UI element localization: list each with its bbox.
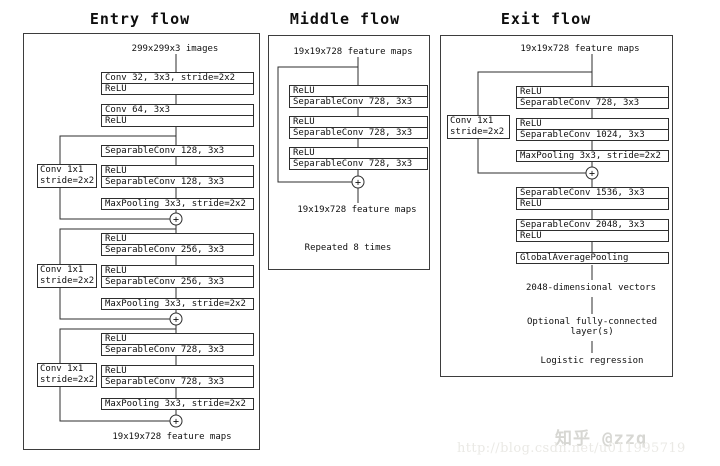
node-maxpool-1: MaxPooling 3x3, stride=2x2 [101,198,254,210]
layer-label: SeparableConv 1536, 3x3 [520,188,645,198]
relu-label: ReLU [105,234,127,244]
layer-label: SeparableConv 728, 3x3 [290,96,427,107]
layer-label: MaxPooling 3x3, stride=2x2 [105,399,246,409]
exit-vectors-label: 2048-dimensional vectors [525,283,657,293]
entry-input-label: 299x299x3 images [131,44,219,54]
layer-label: SeparableConv 728, 3x3 [102,344,253,355]
node-mid-sepconv728-3: ReLU SeparableConv 728, 3x3 [289,147,428,170]
layer-label: stride=2x2 [40,176,95,186]
layer-label: MaxPooling 3x3, stride=2x2 [105,199,246,209]
relu-label: ReLU [293,86,315,96]
node-skip-conv1x1-3: Conv 1x1 stride=2x2 [37,363,97,387]
relu-label: ReLU [293,148,315,158]
middle-flow-frame [268,35,430,270]
relu-label: ReLU [102,115,253,126]
node-skip-conv1x1-1: Conv 1x1 stride=2x2 [37,164,97,188]
node-global-average-pooling: GlobalAveragePooling [516,252,669,264]
relu-label: ReLU [105,266,127,276]
node-skip-conv1x1-2: Conv 1x1 stride=2x2 [37,264,97,288]
layer-label: stride=2x2 [40,276,95,286]
plus-glyph: + [173,215,179,226]
node-sepconv256-a: ReLU SeparableConv 256, 3x3 [101,233,254,256]
layer-label: Conv 64, 3x3 [105,105,171,115]
relu-label: ReLU [102,83,253,94]
node-exit-sepconv2048: SeparableConv 2048, 3x3 ReLU [516,219,669,242]
plus-glyph: + [355,178,361,189]
add-icon [585,166,599,180]
layer-label: SeparableConv 2048, 3x3 [520,220,645,230]
layer-label: Conv 32, 3x3, stride=2x2 [105,73,236,83]
node-maxpool-2: MaxPooling 3x3, stride=2x2 [101,298,254,310]
middle-flow-title: Middle flow [289,10,401,28]
layer-label: SeparableConv 728, 3x3 [102,376,253,387]
entry-flow-title: Entry flow [89,10,191,28]
node-sepconv728-b: ReLU SeparableConv 728, 3x3 [101,365,254,388]
node-exit-sepconv728: ReLU SeparableConv 728, 3x3 [516,86,669,109]
layer-label: stride=2x2 [40,375,95,385]
layer-label: SeparableConv 1024, 3x3 [517,129,668,140]
middle-input-label: 19x19x728 feature maps [293,47,413,57]
exit-flow-frame [440,35,673,377]
entry-flow-frame [23,33,260,450]
node-sepconv256-b: ReLU SeparableConv 256, 3x3 [101,265,254,288]
layer-label: MaxPooling 3x3, stride=2x2 [520,151,661,161]
node-mid-sepconv728-2: ReLU SeparableConv 728, 3x3 [289,116,428,139]
middle-output-label: 19x19x728 feature maps [297,205,417,215]
relu-label: ReLU [520,87,542,97]
add-icon [351,175,365,189]
layer-label: SeparableConv 728, 3x3 [290,127,427,138]
node-exit-sepconv1024: ReLU SeparableConv 1024, 3x3 [516,118,669,141]
layer-label: MaxPooling 3x3, stride=2x2 [105,299,246,309]
plus-glyph: + [589,169,595,180]
entry-output-label: 19x19x728 feature maps [112,432,232,442]
layer-label: stride=2x2 [450,127,505,137]
blog-url-watermark: http://blog.csdn.net/u011995719 [457,441,686,456]
add-icon [169,312,183,326]
layer-label: Conv 1x1 [40,165,84,175]
layer-label: SeparableConv 256, 3x3 [102,244,253,255]
node-conv32: Conv 32, 3x3, stride=2x2 ReLU [101,72,254,95]
layer-label: SeparableConv 128, 3x3 [105,146,225,156]
exit-input-label: 19x19x728 feature maps [520,44,640,54]
layer-label: Conv 1x1 [450,116,494,126]
exit-flow-title: Exit flow [500,10,592,28]
node-conv64: Conv 64, 3x3 ReLU [101,104,254,127]
layer-label: Conv 1x1 [40,265,84,275]
relu-label: ReLU [520,119,542,129]
plus-glyph: + [173,417,179,428]
layer-label: SeparableConv 728, 3x3 [290,158,427,169]
plus-glyph: + [173,315,179,326]
layer-label: Conv 1x1 [40,364,84,374]
relu-label: ReLU [293,117,315,127]
add-icon [169,212,183,226]
middle-repeat-label: Repeated 8 times [304,243,392,253]
node-exit-sepconv1536: SeparableConv 1536, 3x3 ReLU [516,187,669,210]
zhihu-watermark: 知乎 @zzq [555,429,648,449]
add-icon [169,414,183,428]
exit-logistic-label: Logistic regression [540,356,644,366]
layer-label: SeparableConv 256, 3x3 [102,276,253,287]
relu-label: ReLU [105,334,127,344]
relu-label: ReLU [517,230,668,241]
node-exit-maxpool: MaxPooling 3x3, stride=2x2 [516,150,669,162]
relu-label: ReLU [517,198,668,209]
node-mid-sepconv728-1: ReLU SeparableConv 728, 3x3 [289,85,428,108]
relu-label: ReLU [105,366,127,376]
layer-label: SeparableConv 728, 3x3 [517,97,668,108]
layer-label: SeparableConv 128, 3x3 [102,176,253,187]
exit-fc-line1: Optional fully-connected [526,317,658,327]
layer-label: GlobalAveragePooling [520,253,629,263]
exit-fc-label: Optional fully-connected layer(s) [527,317,657,337]
node-maxpool-3: MaxPooling 3x3, stride=2x2 [101,398,254,410]
node-sepconv128-a: SeparableConv 128, 3x3 [101,145,254,157]
exit-fc-line2: layer(s) [570,327,614,337]
node-sepconv728-a: ReLU SeparableConv 728, 3x3 [101,333,254,356]
relu-label: ReLU [105,166,127,176]
node-skip-conv1x1-exit: Conv 1x1 stride=2x2 [447,115,510,139]
node-sepconv128-b: ReLU SeparableConv 128, 3x3 [101,165,254,188]
